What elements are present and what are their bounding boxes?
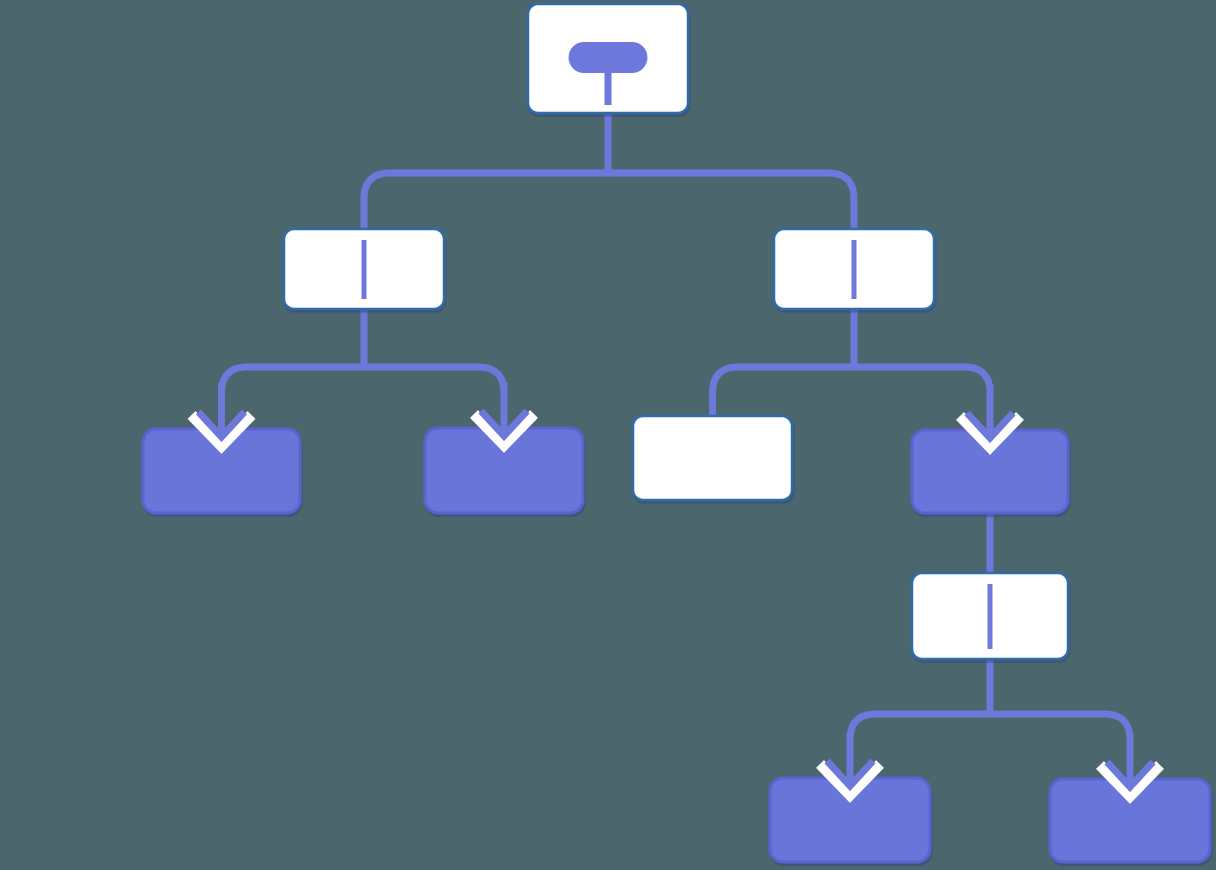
divider-line <box>987 584 993 649</box>
pill-placeholder-icon <box>568 42 648 73</box>
node-cards <box>141 2 1212 864</box>
chevron-white-icon <box>816 760 884 803</box>
arrowheads <box>187 382 1164 804</box>
chevron-white-icon <box>956 412 1024 455</box>
pill-stem-icon <box>604 70 612 105</box>
arrowhead-chevron-icon <box>964 384 1016 444</box>
divider-line <box>361 240 367 299</box>
chevron-white-icon <box>470 410 538 453</box>
arrowhead-chevron-icon <box>824 732 876 792</box>
connector-edge <box>709 363 854 417</box>
node-page-plain[interactable] <box>631 414 794 502</box>
node-contents <box>361 42 993 649</box>
divider-line <box>851 240 857 299</box>
connector-edge <box>360 169 608 230</box>
chevron-white-icon <box>1096 761 1164 804</box>
arrowhead-chevron-icon <box>1104 733 1156 793</box>
arrowhead-chevron-icon <box>478 382 530 442</box>
connector-edge <box>608 169 858 230</box>
chevron-white-icon <box>187 411 256 454</box>
arrowhead-chevron-icon <box>195 383 248 443</box>
